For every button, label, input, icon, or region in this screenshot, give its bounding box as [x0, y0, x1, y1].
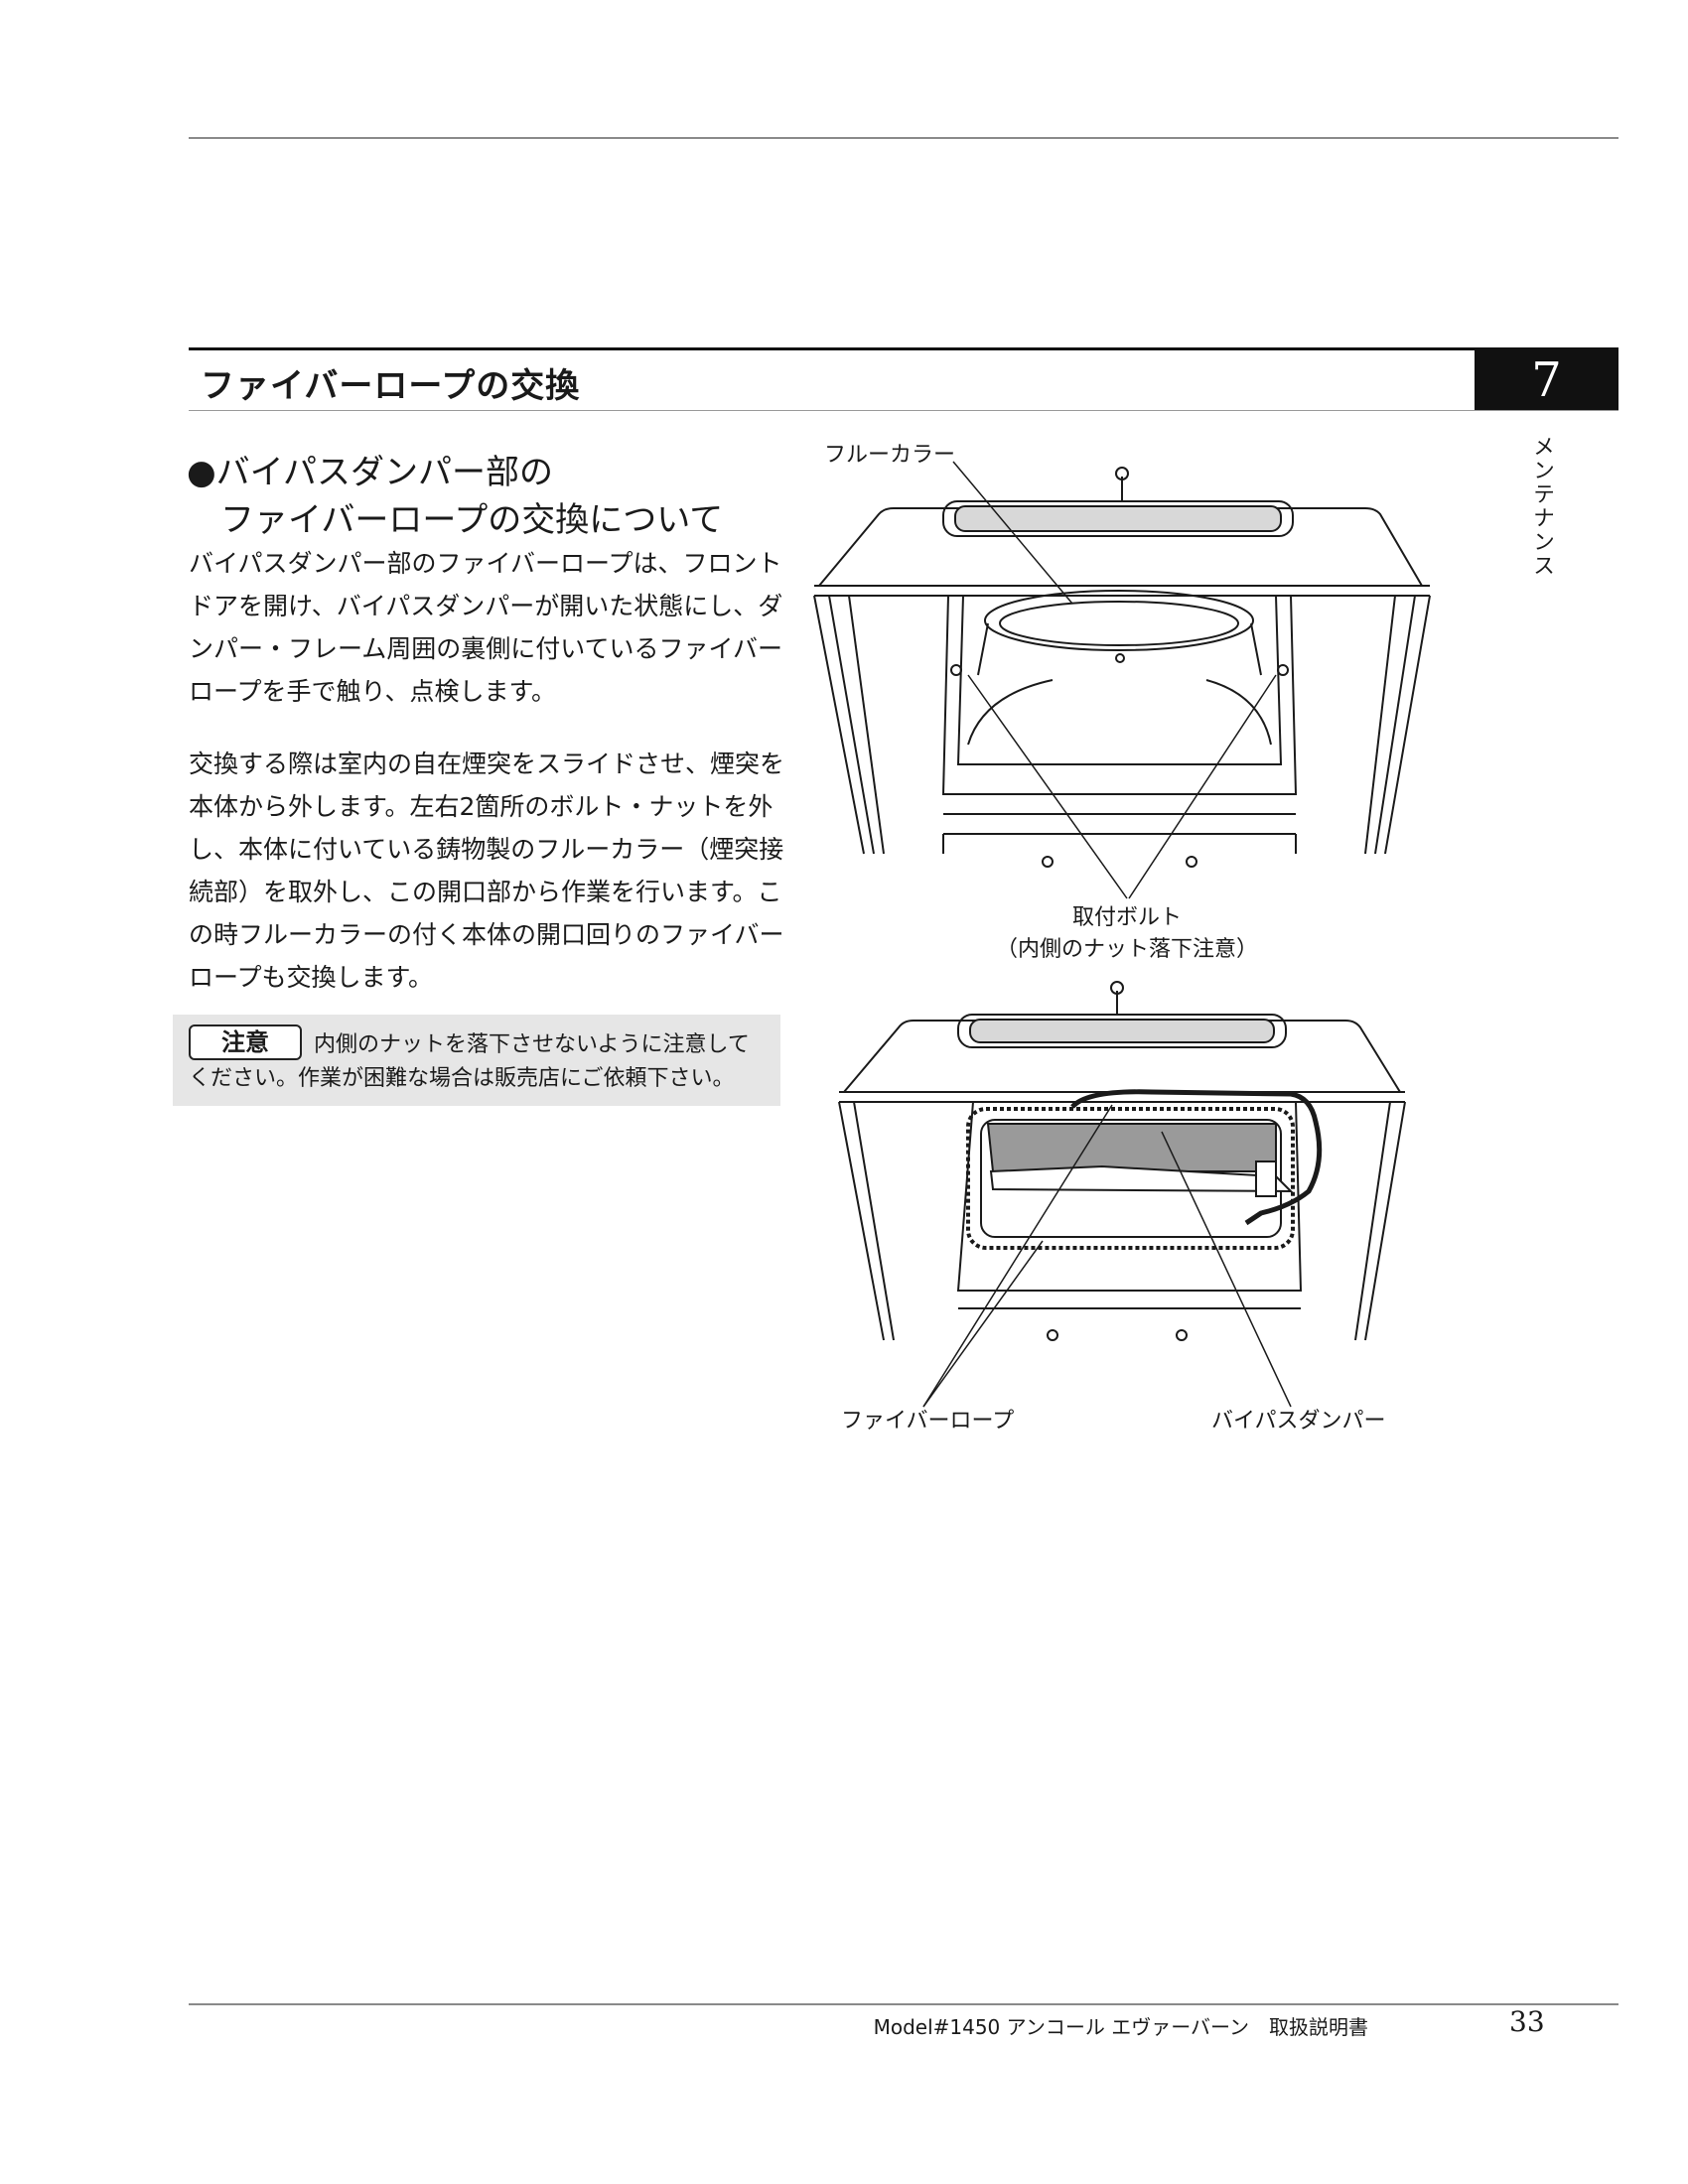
section-title-bar: ファイバーロープの交換 7 — [189, 347, 1618, 411]
label-bypass-damper: バイパスダンパー — [1211, 1409, 1386, 1433]
stove-figure-flue-collar — [813, 467, 1431, 868]
top-rule — [189, 137, 1618, 139]
label-mounting-bolt: 取付ボルト （内側のナット落下注意） — [988, 899, 1266, 963]
caution-text: 内側のナットを落下させないように注意してください。作業が困難な場合は販売店にご依… — [189, 1032, 750, 1091]
label-mounting-bolt-line2: （内側のナット落下注意） — [995, 937, 1258, 962]
chapter-side-tab: メンテナンス — [1529, 435, 1554, 578]
subheading: ●バイパスダンパー部の ファイバーロープの交換について — [187, 449, 782, 544]
caution-box: 内側のナットを落下させないように注意してください。作業が困難な場合は販売店にご依… — [173, 1015, 780, 1106]
subheading-line1: ●バイパスダンパー部の — [187, 453, 553, 492]
label-fiber-rope: ファイバーロープ — [841, 1409, 1015, 1433]
paragraph-replacement: 交換する際は室内の自在煙突をスライドさせ、煙突を本体から外します。左右2箇所のボ… — [189, 750, 785, 992]
leader-lines-figure2 — [922, 1104, 1292, 1408]
page-number: 33 — [1509, 2005, 1545, 2038]
label-flue-collar: フルーカラー — [824, 443, 956, 468]
caution-badge: 注意 — [189, 1024, 302, 1060]
bottom-rule — [189, 2003, 1618, 2005]
leader-lines-figure1 — [952, 461, 1277, 899]
subheading-line2: ファイバーロープの交換について — [220, 500, 724, 540]
chapter-number: 7 — [1475, 350, 1618, 410]
stove-figure-bypass-damper — [838, 981, 1406, 1341]
label-mounting-bolt-line1: 取付ボルト — [1071, 905, 1182, 930]
footer-manual-title: Model#1450 アンコール エヴァーバーン 取扱説明書 — [873, 2015, 1368, 2039]
paragraph-inspection: バイパスダンパー部のファイバーロープは、フロントドアを開け、バイパスダンパーが開… — [189, 549, 783, 706]
section-title: ファイバーロープの交換 — [201, 366, 581, 406]
